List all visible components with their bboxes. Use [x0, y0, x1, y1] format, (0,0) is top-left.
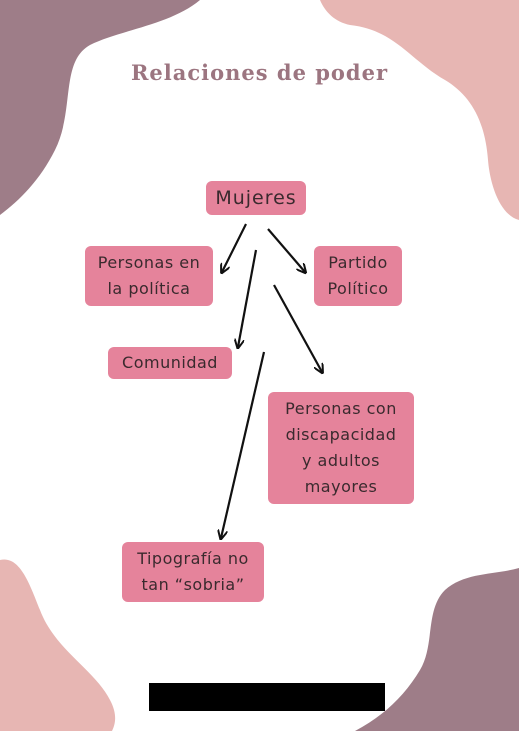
node-personas-politica: Personas en la política	[85, 246, 213, 306]
edge-root-politicos	[222, 223, 247, 272]
redaction-bar	[149, 683, 385, 711]
node-tipografia: Tipografía no tan “sobria”	[122, 542, 264, 602]
node-comunidad: Comunidad	[108, 347, 232, 379]
edge-root-tipografia	[221, 351, 266, 538]
node-discapacidad: Personas con discapacidad y adultos mayo…	[268, 392, 414, 504]
page-title: Relaciones de poder	[130, 60, 389, 85]
blob-top-right	[320, 0, 519, 220]
node-partido-politico-label: Partido Político	[327, 253, 389, 298]
node-mujeres: Mujeres	[206, 181, 306, 215]
edge-root-comunidad	[238, 249, 258, 347]
node-personas-politica-label: Personas en la política	[97, 253, 201, 298]
blob-top-left	[0, 0, 200, 215]
blob-bottom-right	[355, 568, 519, 731]
node-discapacidad-label: Personas con discapacidad y adultos mayo…	[285, 399, 397, 496]
node-partido-politico: Partido Político	[314, 246, 402, 306]
edge-root-partido	[267, 228, 305, 272]
node-tipografia-label: Tipografía no tan “sobria”	[137, 549, 249, 594]
node-mujeres-label: Mujeres	[215, 187, 297, 209]
node-comunidad-label: Comunidad	[122, 353, 218, 372]
edge-root-discapacidad	[273, 284, 322, 372]
blob-bottom-left	[0, 559, 116, 731]
